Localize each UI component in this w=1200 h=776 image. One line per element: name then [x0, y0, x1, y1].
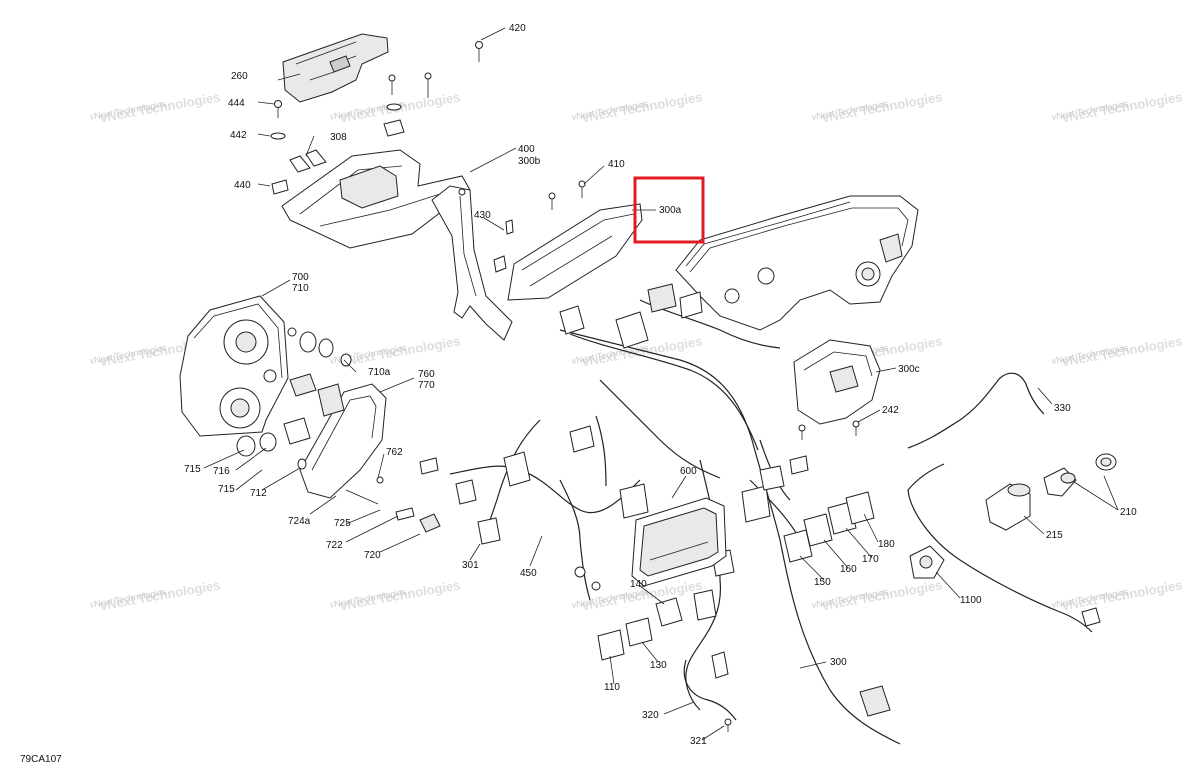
callout-260[interactable]: 260 — [231, 71, 248, 82]
gauge-housing — [179, 295, 441, 533]
callout-150[interactable]: 150 — [814, 577, 831, 588]
callout-215[interactable]: 215 — [1046, 530, 1063, 541]
callout-770[interactable]: 770 — [418, 380, 435, 391]
callout-442[interactable]: 442 — [230, 130, 247, 141]
callout-180[interactable]: 180 — [878, 539, 895, 550]
callout-600[interactable]: 600 — [680, 466, 697, 477]
highlight-box[interactable] — [633, 176, 705, 244]
callout-321[interactable]: 321 — [690, 736, 707, 747]
cover-bracket-assembly — [270, 33, 514, 341]
callout-762[interactable]: 762 — [386, 447, 403, 458]
callout-710[interactable]: 710 — [292, 283, 309, 294]
callout-715[interactable]: 715 — [184, 464, 201, 475]
callout-725[interactable]: 725 — [334, 518, 351, 529]
callout-720[interactable]: 720 — [364, 550, 381, 561]
callout-labels: 420 260 444 442 308 440 400 300b 410 430… — [184, 23, 1137, 747]
callout-160[interactable]: 160 — [840, 564, 857, 575]
callout-400[interactable]: 400 — [518, 144, 535, 155]
callout-420[interactable]: 420 — [509, 23, 526, 34]
callout-700[interactable]: 700 — [292, 272, 309, 283]
callout-300b[interactable]: 300b — [518, 156, 541, 167]
callout-760[interactable]: 760 — [418, 369, 435, 380]
bottom-connectors — [597, 491, 875, 732]
callout-722[interactable]: 722 — [326, 540, 343, 551]
callout-410[interactable]: 410 — [608, 159, 625, 170]
callout-440[interactable]: 440 — [234, 180, 251, 191]
callout-330[interactable]: 330 — [1054, 403, 1071, 414]
callout-300a[interactable]: 300a — [659, 205, 682, 216]
callout-242[interactable]: 242 — [882, 405, 899, 416]
display-module — [631, 497, 727, 587]
handlebar-pod — [675, 195, 919, 331]
callout-444[interactable]: 444 — [228, 98, 245, 109]
callout-710a[interactable]: 710a — [368, 367, 391, 378]
callout-716[interactable]: 716 — [213, 466, 230, 477]
callout-430[interactable]: 430 — [474, 210, 491, 221]
module-300c — [793, 339, 881, 440]
callout-301[interactable]: 301 — [462, 560, 479, 571]
callout-712[interactable]: 712 — [250, 488, 267, 499]
rail-bracket — [507, 180, 643, 301]
callout-450[interactable]: 450 — [520, 568, 537, 579]
callout-715-b[interactable]: 715 — [218, 484, 235, 495]
callout-140[interactable]: 140 — [630, 579, 647, 590]
callout-724a[interactable]: 724a — [288, 516, 311, 527]
callout-170[interactable]: 170 — [862, 554, 879, 565]
callout-320[interactable]: 320 — [642, 710, 659, 721]
leader-lines — [203, 27, 1119, 741]
diagram-code: 79CA107 — [20, 754, 62, 765]
callout-1100[interactable]: 1100 — [960, 595, 982, 606]
right-components — [907, 372, 1117, 633]
callout-210[interactable]: 210 — [1120, 507, 1137, 518]
callout-110[interactable]: 110 — [604, 682, 620, 693]
callout-130[interactable]: 130 — [650, 660, 667, 671]
callout-308[interactable]: 308 — [330, 132, 347, 143]
callout-300[interactable]: 300 — [830, 657, 847, 668]
callout-300c[interactable]: 300c — [898, 364, 920, 375]
